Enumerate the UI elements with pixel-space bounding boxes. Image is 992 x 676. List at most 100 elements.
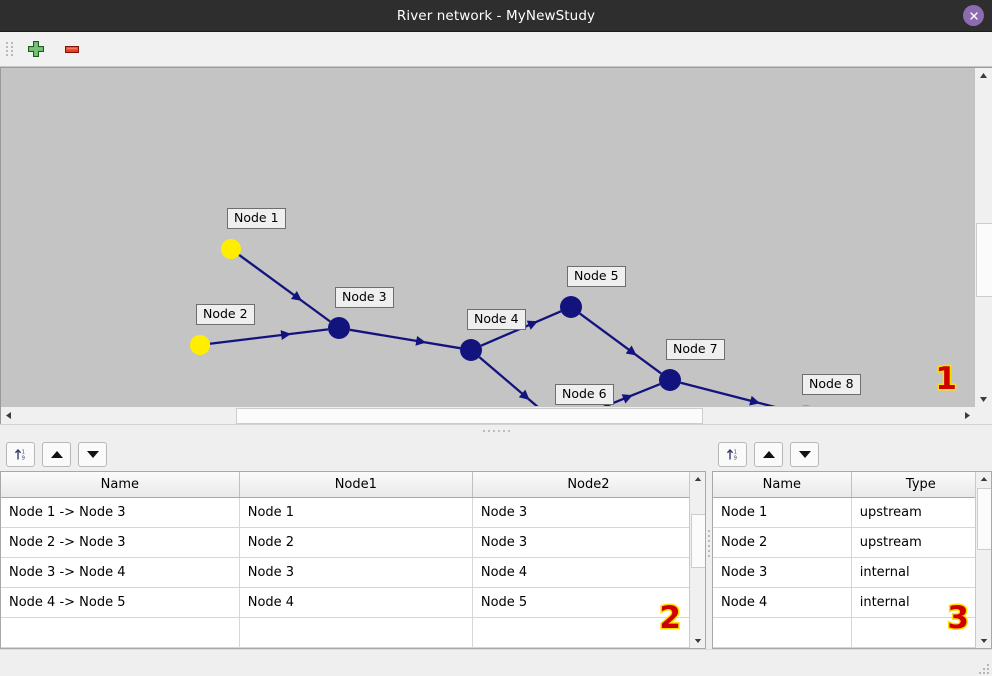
reaches-move-down-button[interactable] <box>78 441 107 467</box>
horizontal-splitter[interactable] <box>0 424 992 437</box>
reaches-move-up-button[interactable] <box>42 441 71 467</box>
node-label-node-2[interactable]: Node 2 <box>196 304 255 326</box>
table-cell[interactable]: Node 3 <box>713 557 852 588</box>
node-label-node-5[interactable]: Node 5 <box>567 266 626 288</box>
scroll-right-icon[interactable] <box>960 407 975 424</box>
graph-edge[interactable] <box>478 356 550 407</box>
reaches-vscroll-thumb[interactable] <box>691 514 705 568</box>
graph-node-node-5[interactable] <box>560 296 582 318</box>
table-cell[interactable]: Node 1 <box>239 497 473 528</box>
table-cell[interactable]: Node 4 <box>239 587 473 618</box>
nodes-vertical-scrollbar[interactable] <box>975 472 991 648</box>
table-cell[interactable]: Node 2 <box>713 527 852 558</box>
table-cell[interactable]: Node 1 -> Node 3 <box>1 497 240 528</box>
annotation-3: 3 <box>946 600 971 636</box>
reaches-sort-button[interactable]: 1 9 <box>6 441 35 467</box>
toolbar-grip[interactable] <box>6 40 13 58</box>
graph-node-node-1[interactable] <box>221 239 241 259</box>
scroll-down-icon[interactable] <box>690 634 705 648</box>
graph-edge[interactable] <box>569 383 661 407</box>
vertical-splitter[interactable] <box>706 437 712 649</box>
svg-text:1: 1 <box>21 449 24 455</box>
table-cell[interactable] <box>851 617 991 648</box>
graph-edge[interactable] <box>579 312 662 375</box>
table-cell[interactable]: Node 4 <box>472 557 705 588</box>
table-cell[interactable]: internal <box>851 557 991 588</box>
close-icon[interactable] <box>963 5 984 26</box>
graph-node-node-3[interactable] <box>328 317 350 339</box>
network-graph[interactable] <box>1 68 975 407</box>
table-row-empty[interactable] <box>713 617 991 648</box>
graph-node-node-4[interactable] <box>460 339 482 361</box>
graph-hscroll-thumb[interactable] <box>236 408 703 424</box>
graph-node-node-2[interactable] <box>190 335 210 355</box>
graph-vscroll-thumb[interactable] <box>976 223 992 297</box>
table-cell[interactable]: Node 1 <box>713 497 852 528</box>
table-cell[interactable]: Node 2 -> Node 3 <box>1 527 240 558</box>
sort-ascending-icon: 1 9 <box>14 449 24 461</box>
scroll-down-icon[interactable] <box>976 634 991 648</box>
graph-vertical-scrollbar[interactable] <box>974 68 992 407</box>
column-header-node2[interactable]: Node2 <box>472 472 705 498</box>
column-header-node1[interactable]: Node1 <box>239 472 473 498</box>
table-row-empty[interactable] <box>1 617 705 648</box>
remove-node-button[interactable] <box>59 36 85 62</box>
table-cell[interactable]: Node 3 <box>472 527 705 558</box>
table-cell[interactable]: Node 5 <box>472 587 705 618</box>
table-cell[interactable]: upstream <box>851 527 991 558</box>
node-label-node-8[interactable]: Node 8 <box>802 374 861 396</box>
graph-edge[interactable] <box>680 381 797 407</box>
node-label-node-1[interactable]: Node 1 <box>227 208 286 230</box>
table-cell[interactable]: Node 2 <box>239 527 473 558</box>
nodes-vscroll-thumb[interactable] <box>977 488 991 550</box>
column-header-type[interactable]: Type <box>851 472 991 498</box>
nodes-sort-button[interactable]: 1 9 <box>718 441 747 467</box>
table-cell[interactable] <box>713 617 852 648</box>
add-node-button[interactable] <box>23 36 49 62</box>
scroll-up-icon[interactable] <box>976 472 991 486</box>
table-cell[interactable] <box>472 617 705 648</box>
table-cell[interactable]: Node 3 <box>239 557 473 588</box>
scroll-down-icon[interactable] <box>975 392 992 407</box>
graph-horizontal-scrollbar[interactable] <box>1 406 975 424</box>
column-header-name[interactable]: Name <box>713 472 852 498</box>
table-cell[interactable] <box>1 617 240 648</box>
table-cell[interactable]: Node 4 <box>713 587 852 618</box>
table-cell[interactable]: Node 3 -> Node 4 <box>1 557 240 588</box>
column-header-name[interactable]: Name <box>1 472 240 498</box>
graph-edge[interactable] <box>238 253 331 323</box>
graph-node-node-7[interactable] <box>659 369 681 391</box>
scroll-up-icon[interactable] <box>975 68 992 83</box>
scroll-up-icon[interactable] <box>690 472 705 486</box>
nodes-move-up-button[interactable] <box>754 441 783 467</box>
node-label-node-3[interactable]: Node 3 <box>335 287 394 309</box>
table-cell[interactable]: Node 3 <box>472 497 705 528</box>
graph-canvas[interactable]: Node 1 Node 2 Node 3 Node 4 Node 5 Node 6 Node… <box>1 68 975 407</box>
graph-edge[interactable] <box>349 328 461 350</box>
table-cell[interactable]: Node 4 -> Node 5 <box>1 587 240 618</box>
scroll-left-icon[interactable] <box>1 407 16 424</box>
reaches-vertical-scrollbar[interactable] <box>689 472 705 648</box>
graph-edge[interactable] <box>209 328 329 345</box>
table-cell[interactable]: upstream <box>851 497 991 528</box>
resize-grip-icon[interactable] <box>979 664 989 674</box>
table-cell[interactable] <box>239 617 473 648</box>
node-label-node-4[interactable]: Node 4 <box>467 309 526 331</box>
triangle-up-icon <box>762 450 775 458</box>
node-label-node-7[interactable]: Node 7 <box>666 339 725 361</box>
node-label-node-6[interactable]: Node 6 <box>555 384 614 406</box>
table-cell[interactable]: internal <box>851 587 991 618</box>
nodes-move-down-button[interactable] <box>790 441 819 467</box>
